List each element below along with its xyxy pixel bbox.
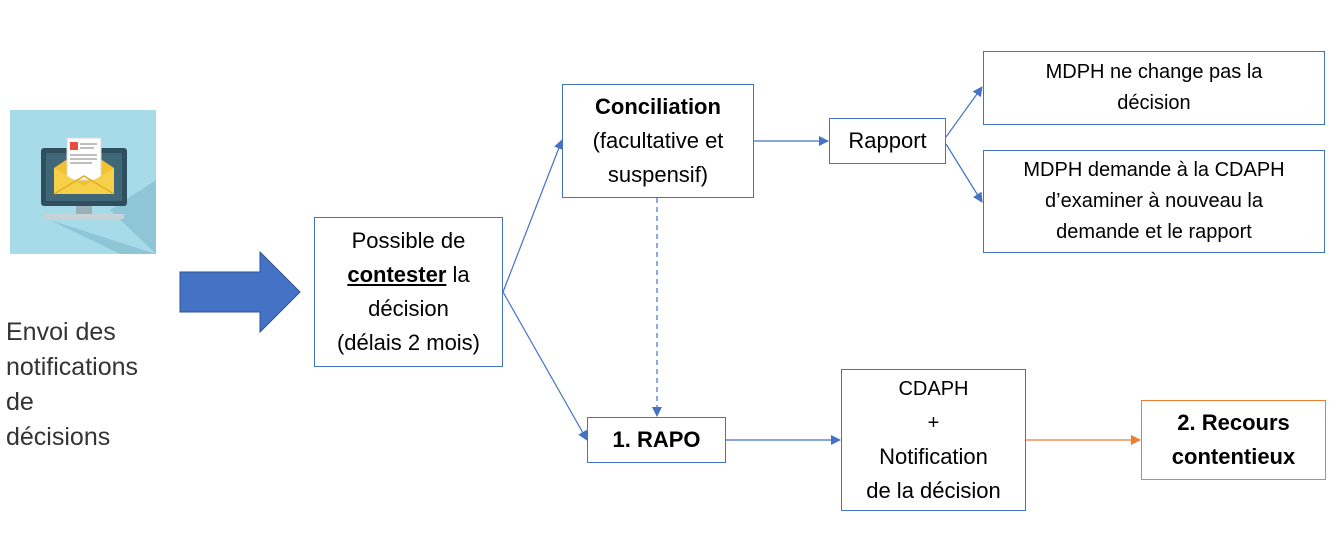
- mdph-request-line-3: demande et le rapport: [1056, 221, 1252, 243]
- conciliation-line-2: (facultative et: [592, 128, 724, 153]
- cdaph-line-4: de la décision: [866, 478, 1001, 503]
- recours-line-2: contentieux: [1171, 444, 1296, 469]
- cdaph-line-3: Notification: [879, 444, 988, 469]
- notifications-label-line-3: de: [6, 388, 34, 416]
- mdph-request-box: MDPH demande à la CDAPH d’examiner à nou…: [983, 150, 1325, 253]
- possible-line-1: Possible de: [351, 228, 466, 253]
- contest-rest: la: [446, 262, 470, 287]
- recours-box: 2. Recours contentieux: [1141, 400, 1326, 480]
- email-notification-icon: [10, 110, 156, 254]
- big-arrow-icon: [179, 250, 301, 334]
- arrow-rapport-to-mdph-request: [945, 143, 983, 203]
- contest-word: contester: [347, 262, 447, 287]
- conciliation-box: Conciliation (facultative et suspensif): [562, 84, 754, 198]
- cdaph-line-2: +: [927, 412, 940, 434]
- rapo-box: 1. RAPO: [587, 417, 726, 463]
- possible-line-4: (délais 2 mois): [336, 330, 481, 355]
- possible-contest-box: Possible de contester la décision (délai…: [314, 217, 503, 367]
- cdaph-box: CDAPH + Notification de la décision: [841, 369, 1026, 511]
- arrow-rapport-to-mdph-no-change: [945, 86, 983, 138]
- mdph-no-change-box: MDPH ne change pas la décision: [983, 51, 1325, 125]
- arrow-possible-to-rapo: [502, 291, 588, 441]
- mdph-no-change-line-2: décision: [1117, 92, 1191, 114]
- possible-line-3: décision: [368, 296, 449, 321]
- recours-line-1: 2. Recours: [1177, 410, 1290, 435]
- conciliation-title: Conciliation: [595, 94, 721, 119]
- mdph-no-change-line-1: MDPH ne change pas la: [1045, 61, 1263, 83]
- notifications-label-line-1: Envoi des: [6, 318, 116, 346]
- notifications-label-line-2: notifications: [6, 353, 139, 381]
- cdaph-line-1: CDAPH: [898, 378, 969, 400]
- mdph-request-line-1: MDPH demande à la CDAPH: [1023, 159, 1285, 181]
- conciliation-line-3: suspensif): [607, 162, 709, 187]
- notifications-label-line-4: décisions: [6, 423, 111, 451]
- notifications-label: Envoi des notifications de décisions: [6, 315, 166, 455]
- arrow-possible-to-conciliation: [502, 139, 564, 293]
- possible-line-2: contester la: [347, 258, 469, 292]
- rapo-label: 1. RAPO: [612, 427, 701, 452]
- rapport-label: Rapport: [848, 128, 927, 153]
- rapport-box: Rapport: [829, 118, 946, 164]
- mdph-request-line-2: d’examiner à nouveau la: [1045, 190, 1263, 212]
